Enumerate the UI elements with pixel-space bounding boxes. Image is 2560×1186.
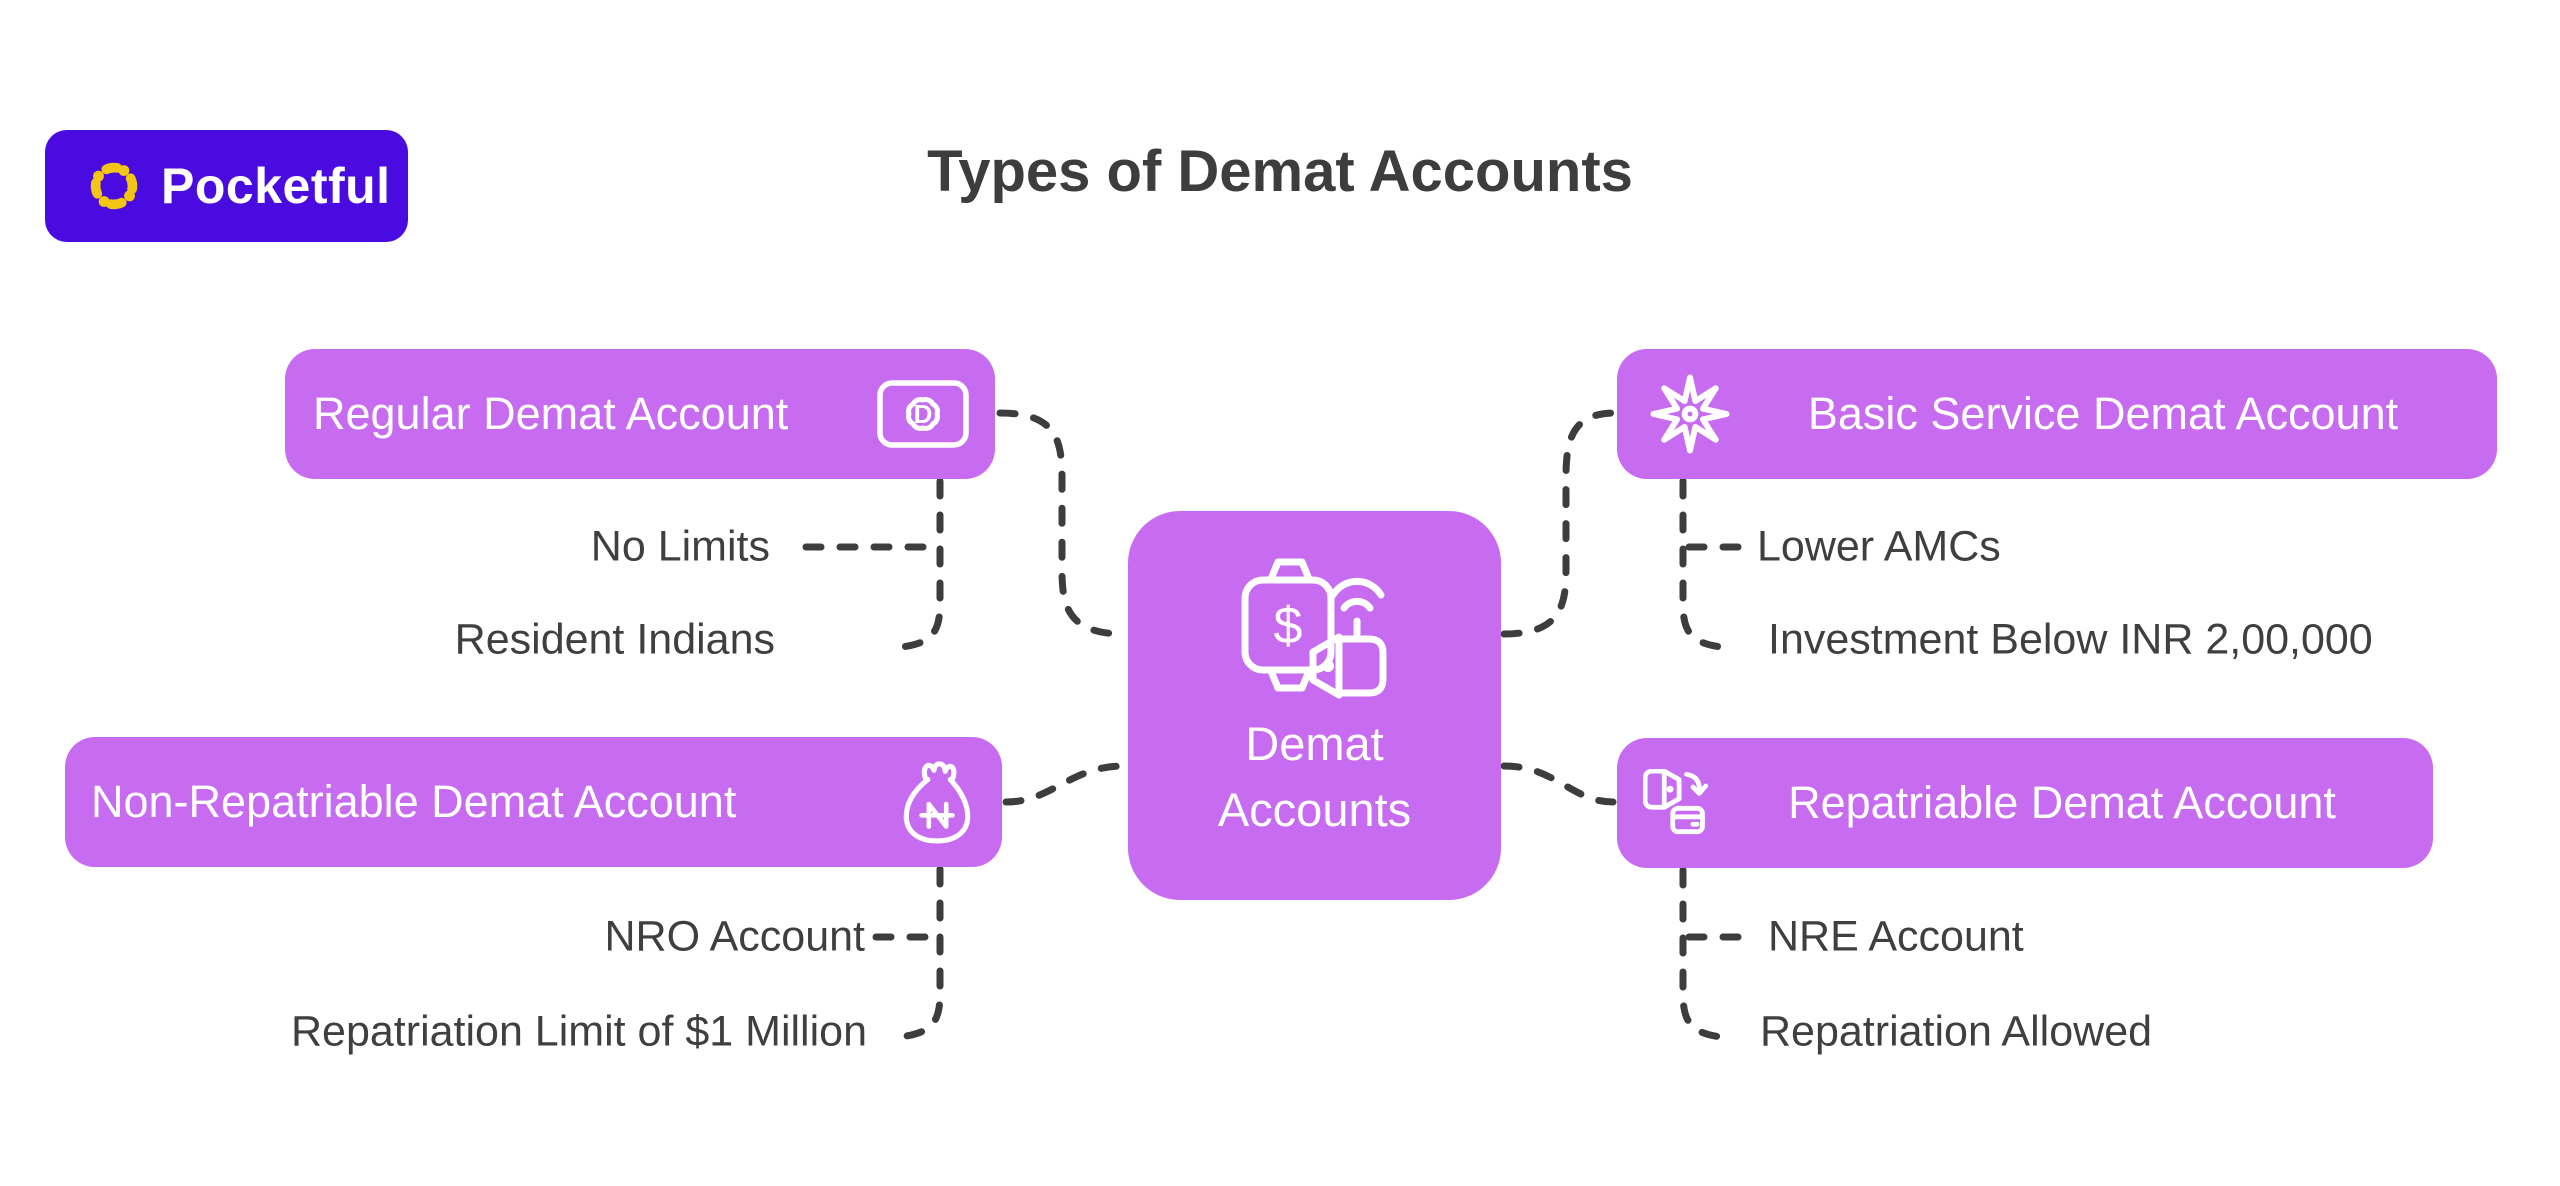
connector-nonrepatriable-children-main [896,865,944,1041]
branch-basic-node: Basic Service Demat Account [1617,349,2497,479]
sub-label-resident-indians: Resident Indians [454,615,775,664]
svg-text:$: $ [1273,597,1302,655]
central-node-label: Demat Accounts [1218,711,1411,843]
connector-regular-children-main [898,477,944,651]
sub-label-investment-below: Investment Below INR 2,00,000 [1768,615,2373,664]
sub-label-repatriation-limit: Repatriation Limit of $1 Million [291,1007,867,1056]
brand-name: Pocketful [161,158,391,214]
connector-repatriable-children-main [1679,866,1725,1041]
sub-label-lower-amcs: Lower AMCs [1757,522,2001,571]
central-label-line1: Demat [1245,717,1384,770]
sub-label-repatriation-allowed: Repatriation Allowed [1760,1007,2153,1056]
star-badge-icon [1650,374,1730,454]
branch-regular-node: Regular Demat Account D [285,349,995,479]
money-bag-icon [903,761,971,844]
connector-center-to-repatriable [1500,762,1617,806]
central-label-line2: Accounts [1217,783,1412,836]
branch-nonrepatriable-label: Non-Repatriable Demat Account [91,776,737,827]
connector-basic-children-main [1679,477,1725,651]
demat-accounts-node: $ Demat Accounts [1128,511,1501,900]
connector-center-to-basic [1500,409,1619,638]
branch-nonrepatriable-node: Non-Repatriable Demat Account [65,737,1002,867]
branch-regular-label: Regular Demat Account [313,388,789,439]
pocketful-flower-icon [90,162,138,210]
branch-repatriable-node: Repatriable Demat Account [1617,738,2433,868]
page-title: Types of Demat Accounts [927,139,1633,204]
branch-repatriable-label: Repatriable Demat Account [1788,777,2336,828]
banknote-seal-icon: D [877,380,969,448]
wallet-transfer-icon [1643,769,1709,835]
sub-label-nro-account: NRO Account [604,912,866,961]
sub-label-nre-account: NRE Account [1768,912,2024,961]
sub-label-no-limits: No Limits [590,522,770,571]
connector-regular-to-center [996,409,1128,638]
payment-watch-wallet-icon: $ [1241,558,1386,699]
pocketful-logo: Pocketful [45,130,408,242]
svg-text:D: D [914,399,933,429]
connector-nonrepatriable-to-center [1002,762,1128,806]
branch-basic-label: Basic Service Demat Account [1807,388,2399,439]
